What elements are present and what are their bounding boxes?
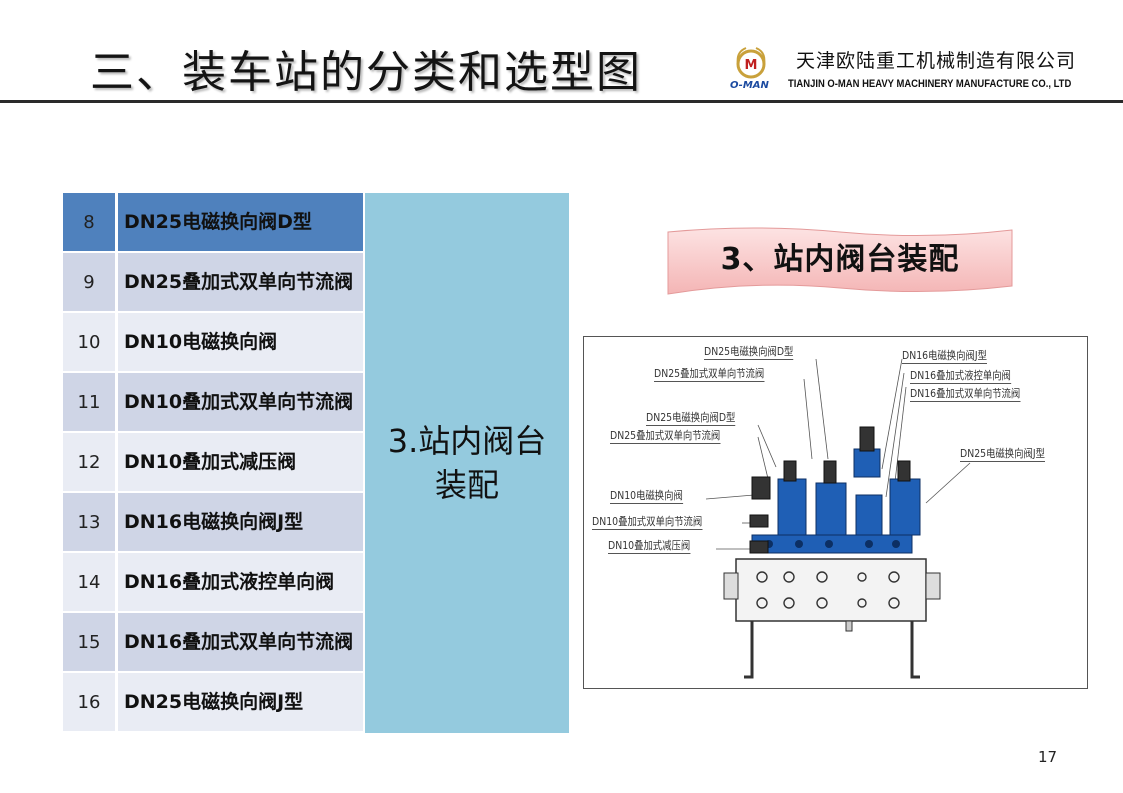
callout-label: DN25叠加式双单向节流阀 xyxy=(654,367,765,382)
company-logo-icon: M xyxy=(736,47,766,79)
logo-text: O-MAN xyxy=(730,80,769,91)
callout-label: DN25叠加式双单向节流阀 xyxy=(610,429,721,444)
row-name: DN25叠加式双单向节流阀 xyxy=(118,253,363,311)
row-number: 10 xyxy=(63,313,115,371)
table-row: 16 DN25电磁换向阀J型 xyxy=(63,673,363,731)
company-name-cn: 天津欧陆重工机械制造有限公司 xyxy=(796,50,1077,72)
row-number: 12 xyxy=(63,433,115,491)
table-row: 13 DN16电磁换向阀J型 xyxy=(63,493,363,551)
table-row: 9 DN25叠加式双单向节流阀 xyxy=(63,253,363,311)
merged-cell-text: 3.站内阀台装配 xyxy=(387,422,547,504)
callout-label: DN10电磁换向阀 xyxy=(610,489,683,504)
callout-label: DN10叠加式减压阀 xyxy=(608,539,691,554)
row-name: DN16叠加式双单向节流阀 xyxy=(118,613,363,671)
row-name: DN25电磁换向阀D型 xyxy=(118,193,363,251)
callout-label: DN25电磁换向阀J型 xyxy=(960,447,1045,462)
row-name: DN10叠加式减压阀 xyxy=(118,433,363,491)
row-name: DN16电磁换向阀J型 xyxy=(118,493,363,551)
table-row: 10 DN10电磁换向阀 xyxy=(63,313,363,371)
merged-category-cell: 3.站内阀台装配 xyxy=(365,193,569,733)
row-number: 14 xyxy=(63,553,115,611)
row-number: 16 xyxy=(63,673,115,731)
row-name: DN10电磁换向阀 xyxy=(118,313,363,371)
header-divider xyxy=(0,100,1123,103)
table-row: 11 DN10叠加式双单向节流阀 xyxy=(63,373,363,431)
valve-assembly-illustration xyxy=(705,358,971,679)
svg-text:M: M xyxy=(745,58,758,73)
table-row: 15 DN16叠加式双单向节流阀 xyxy=(63,613,363,671)
table-row: 8 DN25电磁换向阀D型 xyxy=(63,193,363,251)
callout-label: DN16电磁换向阀J型 xyxy=(902,349,987,364)
table-row: 12 DN10叠加式减压阀 xyxy=(63,433,363,491)
row-number: 11 xyxy=(63,373,115,431)
row-number: 8 xyxy=(63,193,115,251)
callout-label: DN16叠加式双单向节流阀 xyxy=(910,387,1021,402)
valve-assembly-drawing: DN25电磁换向阀D型 DN25叠加式双单向节流阀 DN16电磁换向阀J型 DN… xyxy=(583,336,1088,689)
banner-title: 3、站内阀台装配 xyxy=(720,242,960,277)
row-name: DN16叠加式液控单向阀 xyxy=(118,553,363,611)
row-name: DN25电磁换向阀J型 xyxy=(118,673,363,731)
row-number: 9 xyxy=(63,253,115,311)
callout-label: DN10叠加式双单向节流阀 xyxy=(592,515,703,530)
company-name-en: TIANJIN O-MAN HEAVY MACHINERY MANUFACTUR… xyxy=(788,78,1072,90)
table-row: 14 DN16叠加式液控单向阀 xyxy=(63,553,363,611)
callout-label: DN25电磁换向阀D型 xyxy=(646,411,736,426)
row-number: 13 xyxy=(63,493,115,551)
callout-label: DN25电磁换向阀D型 xyxy=(704,345,794,360)
callout-label: DN16叠加式液控单向阀 xyxy=(910,369,1011,384)
page-number: 17 xyxy=(1038,748,1058,766)
row-number: 15 xyxy=(63,613,115,671)
page-title: 三、装车站的分类和选型图 xyxy=(90,47,642,98)
row-name: DN10叠加式双单向节流阀 xyxy=(118,373,363,431)
banner-ribbon xyxy=(667,227,1013,295)
